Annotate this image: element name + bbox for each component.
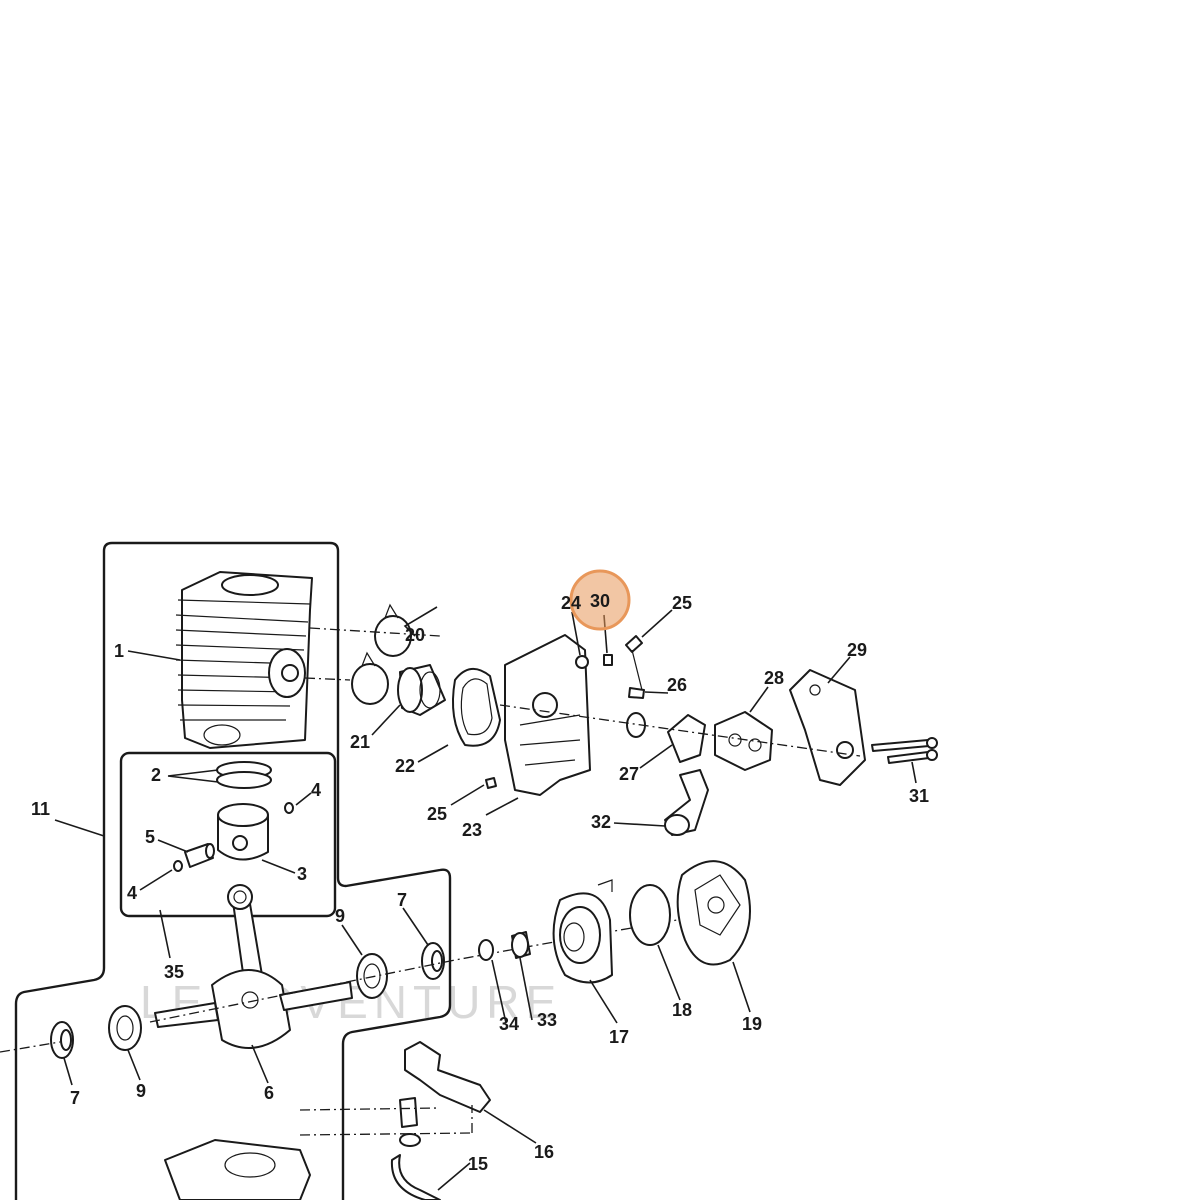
bolt-25-mid: [628, 687, 645, 699]
callout-18: 18: [672, 1000, 692, 1020]
callout-32: 32: [591, 812, 611, 832]
carburetor-28: [714, 711, 773, 771]
clutch-19: [676, 860, 751, 966]
callout-11: 11: [31, 799, 50, 819]
bolt-25-lower: [485, 777, 497, 789]
callout-1: 1: [114, 641, 124, 661]
callout-5: 5: [145, 827, 155, 847]
cylinder-part: [175, 571, 313, 749]
spacer-33: [511, 931, 531, 959]
elbow-32: [664, 769, 709, 836]
washer-24: [575, 655, 589, 669]
piston-pin-part: [184, 843, 215, 868]
flywheel-17: [552, 879, 613, 984]
oil-hose-15: [390, 1154, 441, 1200]
callout-4-lower: 4: [127, 883, 137, 903]
callout-19: 19: [742, 1014, 762, 1034]
circlip-lower: [173, 860, 183, 872]
callout-4-upper: 4: [311, 780, 321, 800]
callout-21: 21: [350, 732, 370, 752]
seal-right: [421, 942, 445, 980]
callout-7-right: 7: [397, 890, 407, 910]
oil-pump-16: [399, 1041, 491, 1147]
crank-axis-line: [0, 915, 701, 1053]
callout-34: 34: [499, 1014, 519, 1034]
callout-9-right: 9: [335, 906, 345, 926]
circlip-upper: [284, 802, 294, 814]
bearing-right: [356, 953, 388, 999]
washer-34: [478, 939, 494, 961]
callout-26: 26: [667, 675, 687, 695]
callout-7-left: 7: [70, 1088, 80, 1108]
callout-27: 27: [619, 764, 639, 784]
callout-20: 20: [405, 625, 425, 645]
callout-15: 15: [468, 1154, 488, 1174]
leader-lines: [54, 606, 917, 1191]
callout-16: 16: [534, 1142, 554, 1162]
callout-24: 24: [561, 593, 581, 613]
seal-left: [50, 1021, 74, 1059]
callout-3: 3: [297, 864, 307, 884]
air-filter-cover-29: [789, 669, 866, 786]
washer-18: [629, 884, 671, 946]
bearing-left: [108, 1005, 142, 1051]
piston-group-frame: [119, 751, 337, 918]
callout-33: 33: [537, 1010, 557, 1030]
crankshaft-part: [154, 884, 353, 1049]
callout-25-lower: 25: [427, 804, 447, 824]
callout-28: 28: [764, 668, 784, 688]
highlight-marker: [569, 569, 631, 631]
intake-manifold-21: [397, 664, 446, 716]
callout-25-upper: 25: [672, 593, 692, 613]
carb-housing-23: [504, 634, 591, 796]
callout-29: 29: [847, 640, 867, 660]
piston-part: [217, 803, 269, 861]
callout-2: 2: [151, 765, 161, 785]
piston-rings-part: [216, 761, 272, 789]
callout-17: 17: [609, 1027, 629, 1047]
oil-system-axis-line: [299, 1105, 473, 1136]
intake-axis-line: [304, 627, 861, 757]
hose-clamps-20: [351, 603, 412, 705]
assembly-frame: [14, 541, 452, 1200]
bolts-31: [871, 737, 938, 764]
callout-31: 31: [909, 786, 929, 806]
callout-35: 35: [164, 962, 184, 982]
callout-30: 30: [590, 591, 610, 611]
bolt-25-upper: [625, 635, 643, 653]
callout-labels: 1 2 3 4 4 5 6 7 7 9 9 11 15 16 17 18 19 …: [31, 591, 929, 1174]
screw-30: [603, 654, 613, 666]
callout-9-left: 9: [136, 1081, 146, 1101]
callout-6: 6: [264, 1083, 274, 1103]
callout-23: 23: [462, 820, 482, 840]
crankcase-lower: [164, 1139, 311, 1200]
gasket-27: [667, 714, 706, 763]
callout-22: 22: [395, 756, 415, 776]
